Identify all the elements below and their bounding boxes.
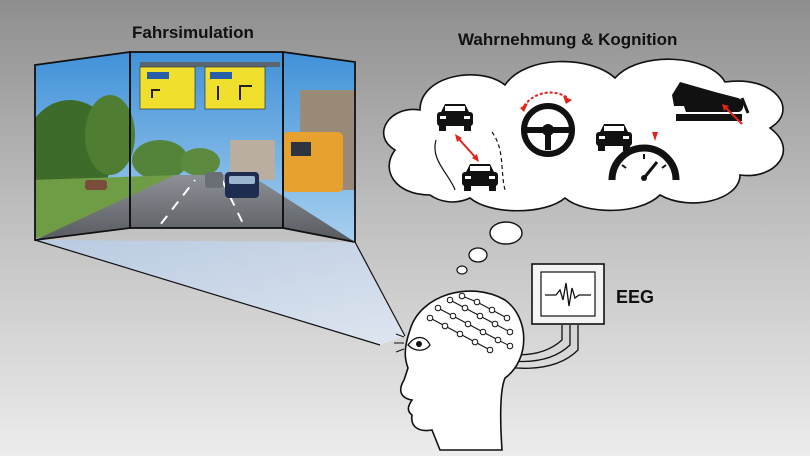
screen-frames [34,50,356,244]
car-distance-icon [434,104,506,191]
eeg-monitor-icon [531,263,605,325]
thought-bubble-large [489,221,523,245]
thought-cloud [382,58,784,212]
steering-wheel-icon [520,91,575,157]
cognition-title: Wahrnehmung & Kognition [458,30,678,49]
eye-icon [394,333,431,353]
projection-beam [35,240,405,345]
beam-edge-left [34,239,381,346]
pedal-foot-icon [672,82,750,125]
eeg-electrodes [426,292,514,354]
thought-bubble-small [456,265,468,275]
eeg-label: EEG [616,287,655,307]
thought-bubble-medium [468,247,488,263]
beam-edge-right [354,241,406,337]
head-outline-icon [399,290,525,451]
simulator-screens [35,52,355,242]
simulation-title: Fahrsimulation [132,23,254,42]
car-speedometer-icon [596,124,680,181]
